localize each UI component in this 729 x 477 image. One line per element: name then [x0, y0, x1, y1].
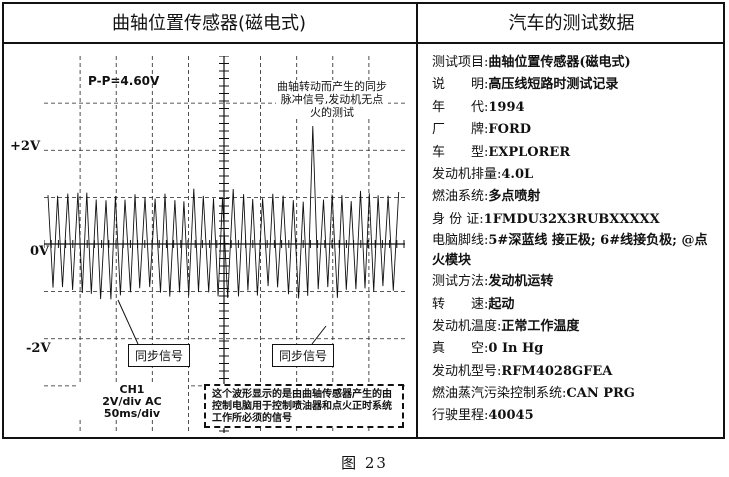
- figure-caption: 图 23: [341, 454, 388, 472]
- data-row-value: 40045: [488, 408, 534, 424]
- data-row: 发动机温度:正常工作温度: [432, 316, 720, 338]
- data-row-value: 0 In Hg: [488, 341, 544, 357]
- time-per-div: 50ms/div: [103, 407, 161, 420]
- data-row-label: 车 型:: [432, 144, 489, 160]
- data-row-label: 身 份 证:: [432, 211, 484, 227]
- data-row: 测试项目:曲轴位置传感器(磁电式): [432, 52, 720, 74]
- data-row: 燃油蒸汽污染控制系统:CAN PRG: [432, 383, 720, 405]
- data-row-value: 1FMDU32X3RUBXXXXX: [483, 211, 660, 227]
- panel-divider: [416, 2, 418, 439]
- peak-to-peak-readout: P-P=4.60V: [88, 74, 160, 88]
- data-row-value: 起动: [488, 296, 515, 312]
- y-label-0v: 0V: [30, 244, 50, 259]
- data-row: 燃油系统:多点喷射: [432, 186, 720, 208]
- data-row: 发动机型号:RFM4028GFEA: [432, 361, 720, 383]
- data-row-value: 高压线短路时测试记录: [488, 77, 619, 93]
- y-label-minus2v: -2V: [26, 341, 51, 356]
- data-row: 说 明:高压线短路时测试记录: [432, 74, 720, 96]
- sync-signal-callout-1: 同步信号: [128, 344, 191, 367]
- channel-name: CH1: [119, 383, 145, 396]
- data-row-value: 正常工作温度: [501, 318, 580, 334]
- data-row: 真 空:0 In Hg: [432, 338, 720, 360]
- sync-signal-callout-2: 同步信号: [272, 344, 335, 367]
- data-row-label: 厂 牌:: [432, 122, 489, 138]
- data-row-value: RFM4028GFEA: [501, 363, 613, 379]
- data-row-label: 行驶里程:: [432, 408, 489, 424]
- data-row: 行驶里程:40045: [432, 405, 720, 427]
- data-row-value: 1994: [488, 99, 525, 115]
- volts-per-div: 2V/div AC: [102, 395, 162, 408]
- data-row-label: 转 速:: [432, 296, 489, 312]
- data-row-label: 真 空:: [432, 341, 489, 357]
- waveform-explanation-note: 这个波形显示的是由曲轴传感器产生的由控制电脑用于控制喷油器和点火正时系统工作所必…: [204, 384, 404, 428]
- channel-settings: CH1 2V/div AC 50ms/div: [76, 384, 188, 420]
- data-row: 身 份 证:1FMDU32X3RUBXXXXX: [432, 209, 720, 231]
- figure-frame: [2, 2, 725, 439]
- data-row: 电脑脚线:5#深蓝线 接正极; 6#线接负极; @点火模块: [432, 231, 720, 271]
- data-row: 厂 牌:FORD: [432, 119, 720, 141]
- data-row: 发动机排量:4.0L: [432, 164, 720, 186]
- data-panel-title: 汽车的测试数据: [418, 2, 725, 44]
- data-row: 车 型:EXPLORER: [432, 142, 720, 164]
- data-row-value: 多点喷射: [488, 189, 541, 205]
- data-row-label: 发动机温度:: [432, 318, 502, 334]
- data-row-value: 5#深蓝线 接正极; 6#线接负极; @点火模块: [432, 233, 708, 269]
- data-row-value: 曲轴位置传感器(磁电式): [488, 55, 631, 70]
- waveform-top-note: 曲轴转动而产生的同步脉冲信号,发动机无点火的测试: [276, 80, 388, 119]
- data-row-label: 燃油蒸汽污染控制系统:: [432, 386, 567, 402]
- data-row-label: 说 明:: [432, 77, 489, 93]
- data-row-label: 年 代:: [432, 99, 489, 115]
- data-row-value: EXPLORER: [488, 144, 571, 160]
- data-row-label: 测试方法:: [432, 274, 489, 290]
- data-row: 转 速:起动: [432, 294, 720, 316]
- crank-signal-waveform: [47, 125, 400, 300]
- data-row: 年 代:1994: [432, 97, 720, 119]
- axis-ticks: [44, 56, 405, 432]
- data-row-value: FORD: [488, 122, 532, 138]
- data-row-value: 发动机运转: [488, 274, 554, 290]
- waveform-panel-title: 曲轴位置传感器(磁电式): [2, 2, 416, 44]
- data-row-label: 电脑脚线:: [432, 233, 489, 249]
- y-label-plus2v: +2V: [10, 139, 41, 154]
- data-row-label: 发动机排量:: [432, 166, 502, 182]
- data-row-label: 测试项目:: [432, 55, 489, 70]
- data-row-label: 发动机型号:: [432, 363, 502, 379]
- data-row-value: CAN PRG: [566, 386, 635, 402]
- data-row-label: 燃油系统:: [432, 189, 489, 205]
- data-row-value: 4.0L: [501, 166, 534, 182]
- data-row: 测试方法:发动机运转: [432, 271, 720, 293]
- oscilloscope-screen: [44, 56, 405, 433]
